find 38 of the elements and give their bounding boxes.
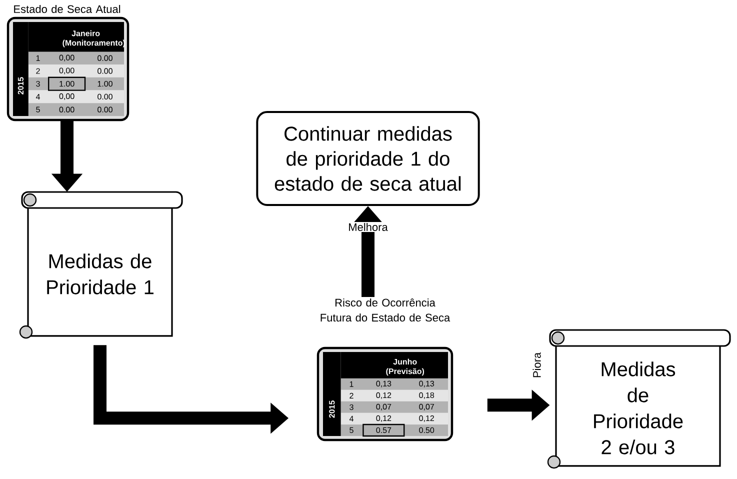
table-cell: 0.00 <box>98 68 112 74</box>
table-cell: 0.57 <box>376 427 392 434</box>
table-cell: 0,18 <box>419 392 434 399</box>
table-cell: 0,12 <box>376 415 392 422</box>
table-heading: Risco de Ocorrência Futura do Estado de Seca <box>320 298 450 322</box>
table-cell: 0,00 <box>59 93 74 100</box>
table-heading: Estado de Seca Atual <box>14 4 120 14</box>
table-cell: 0,07 <box>419 404 434 410</box>
table-cell: 0,13 <box>419 380 434 388</box>
table-cell: 0,13 <box>376 380 392 388</box>
table-cell: 5 <box>350 427 354 433</box>
table-cell: 0,12 <box>376 392 392 399</box>
table-cell: 4 <box>36 94 40 100</box>
table-cell: 3 <box>36 80 40 87</box>
table-cell: 4 <box>349 416 354 422</box>
table-cell: 0,12 <box>419 415 434 422</box>
table-cell: 0,00 <box>59 68 74 74</box>
edge-label: Piora <box>532 351 542 380</box>
table-cell: 1 <box>350 381 354 387</box>
table-cell: 2 <box>350 392 354 398</box>
table-cell: 1 <box>36 55 40 61</box>
table-cell: 0.00 <box>59 106 74 112</box>
year-column: 2015 <box>13 22 28 116</box>
table-cell: 0,07 <box>376 404 392 410</box>
rounded-box: Continuar medidas de prioridade 1 do estado de seca atual <box>256 111 480 206</box>
year-column: 2015 <box>323 352 341 436</box>
table-cell: 0.00 <box>98 55 112 61</box>
table-cell: 0.50 <box>419 427 434 434</box>
table-cell: 2 <box>36 68 40 74</box>
table-cell: 0,00 <box>59 54 74 62</box>
table-cell: 0.00 <box>98 106 112 112</box>
table-cell: 1.00 <box>60 80 74 87</box>
table-cell: 5 <box>36 106 40 112</box>
table-cell: 1.00 <box>98 80 112 87</box>
table-cell: 0.00 <box>98 94 112 100</box>
table-cell: 3 <box>350 404 354 410</box>
table-header: Junho (Previsão) <box>340 352 448 378</box>
edge-label: Melhora <box>347 222 389 232</box>
